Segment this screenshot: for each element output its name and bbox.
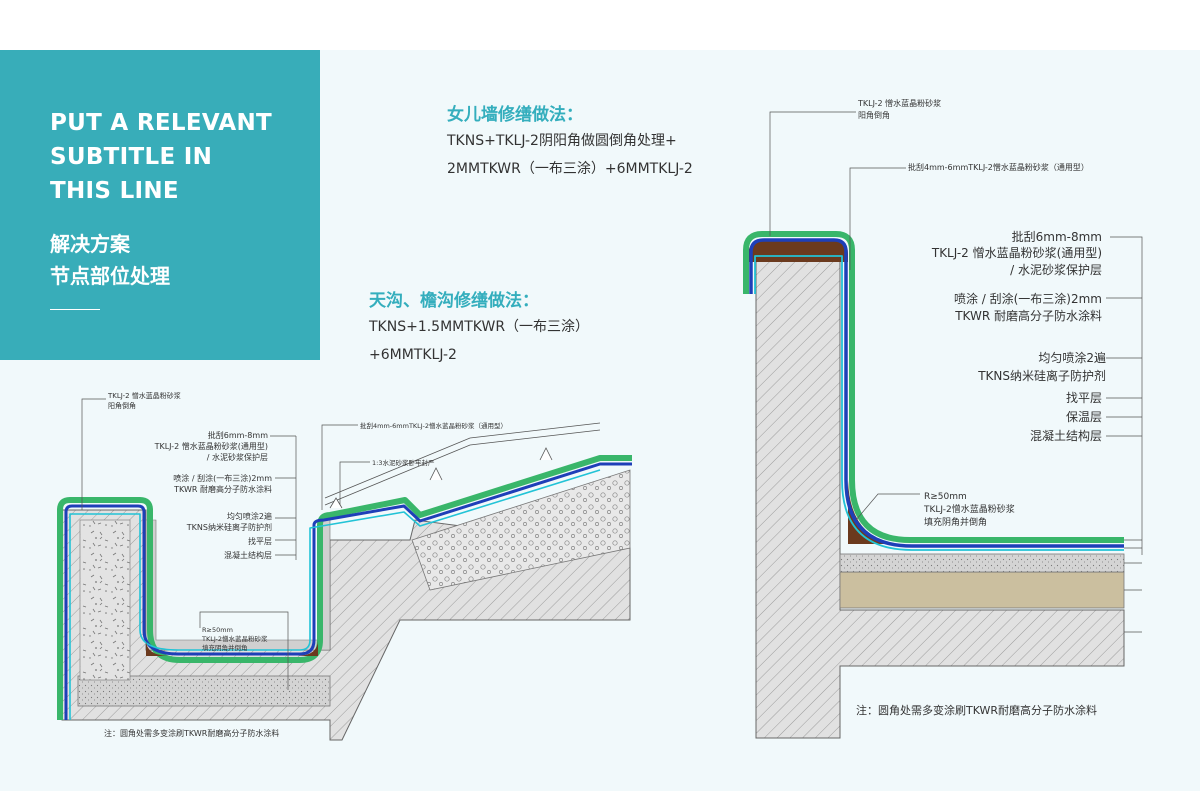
left-label-fillet-2: TKLJ-2憎水蓝晶粉砂浆 — [201, 634, 268, 643]
leader-line — [321, 424, 358, 510]
left-label-fillet-3: 填充阴角并倒角 — [202, 643, 248, 652]
right-label-leveling: 找平层 — [1066, 391, 1102, 405]
leader-line — [1110, 236, 1143, 555]
right-label-fillet-2: TKLJ-2憎水蓝晶粉砂浆 — [923, 503, 1015, 515]
right-label-concrete: 混凝土结构层 — [1030, 428, 1102, 443]
right-cyan-layer — [754, 255, 1124, 551]
leader-line — [769, 111, 856, 236]
left-label-batch-4-6: 批刮4mm-6mmTKLJ-2憎水蓝晶粉砂浆（通用型） — [360, 421, 507, 430]
right-leader-lines — [769, 111, 1143, 633]
gutter-heading: 天沟、檐沟修缮做法： — [369, 291, 539, 311]
gutter-section-drawing — [57, 422, 632, 741]
left-label-fillet-1: R≥50mm — [202, 626, 233, 634]
gutter-description: TKNS+1.5MMTKWR（一布三涂） +6MMTKLJ-2 — [369, 313, 589, 369]
parapet-section-drawing — [743, 231, 1125, 739]
panel-title-line: PUT A RELEVANT — [50, 110, 273, 136]
leader-line — [849, 167, 906, 270]
left-cyan-layer — [69, 469, 601, 720]
right-green-layer — [743, 231, 1124, 543]
left-label-tkns-2: TKNS纳米硅离子防护剂 — [186, 522, 272, 532]
parapet-description: TKNS+TKLJ-2阴阳角做圆倒角处理+ 2MMTKWR（一布三涂）+6MMT… — [447, 127, 693, 183]
right-label-tkns-2: TKNS纳米硅离子防护剂 — [977, 368, 1106, 383]
left-label-spray-2: TKWR 耐磨高分子防水涂料 — [173, 484, 272, 494]
panel-divider — [50, 309, 100, 310]
right-blue-layer — [749, 238, 1124, 548]
gutter-line: +6MMTKLJ-2 — [369, 347, 457, 363]
left-label-leveling: 找平层 — [248, 536, 272, 546]
left-label-mortar-seal: 1:3水泥砂浆卧牢封严 — [372, 458, 435, 467]
right-label-spray-1: 喷涂 / 刮涂(一布三涂)2mm — [954, 291, 1102, 306]
left-label-batch-3: / 水泥砂浆保护层 — [207, 452, 268, 462]
panel-subtitle: 解决方案 节点部位处理 — [50, 228, 170, 292]
right-label-fillet-3: 填充阴角并倒角 — [924, 516, 987, 528]
right-label-spray-2: TKWR 耐磨高分子防水涂料 — [954, 308, 1102, 323]
parapet-line: 2MMTKWR（一布三涂）+6MMTKLJ-2 — [447, 161, 693, 177]
leader-line — [339, 461, 370, 505]
left-fillet-left — [146, 640, 168, 656]
right-leveling-layer — [839, 553, 1125, 573]
right-label-corner-2: 阳角倒角 — [858, 110, 890, 120]
left-roof-tiles — [324, 422, 601, 506]
left-note: 注：圆角处需多变涂刷TKWR耐磨高分子防水涂料 — [104, 728, 279, 738]
left-label-batch-1: 批刮6mm-8mm — [208, 430, 268, 440]
left-gutter-body — [145, 519, 331, 651]
left-leveling-slab — [77, 675, 331, 707]
panel-subtitle-line: 节点部位处理 — [50, 264, 170, 288]
right-brown-cap — [748, 240, 848, 262]
right-diagram-labels: TKLJ-2 憎水蓝晶粉砂浆 阳角倒角 批刮4mm-6mmTKLJ-2憎水蓝晶粉… — [856, 98, 1106, 717]
left-label-batch-2: TKLJ-2 憎水蓝晶粉砂浆(通用型) — [154, 441, 268, 451]
left-tile-clip-3 — [539, 447, 553, 461]
left-blue-layer — [64, 462, 632, 720]
left-label-corner-2: 阳角倒角 — [108, 401, 136, 410]
left-label-tkns-1: 均匀喷涂2遍 — [227, 511, 272, 521]
right-label-batch-3: / 水泥砂浆保护层 — [1010, 262, 1102, 277]
left-fillet-right — [298, 640, 318, 656]
right-insulation-layer — [839, 571, 1125, 609]
left-label-concrete: 混凝土结构层 — [224, 550, 272, 560]
leader-line — [855, 493, 920, 521]
panel-title-line: SUBTITLE IN — [50, 144, 213, 170]
panel-title-line: THIS LINE — [50, 178, 179, 204]
left-label-spray-1: 喷涂 / 刮涂(一布三涂)2mm — [173, 473, 272, 483]
right-label-batch-2: TKLJ-2 憎水蓝晶粉砂浆(通用型) — [931, 245, 1102, 260]
left-label-corner-1: TKLJ-2 憎水蓝晶粉砂浆 — [107, 391, 181, 400]
right-label-batch-1: 批刮6mm-8mm — [1012, 229, 1102, 244]
intro-panel — [0, 50, 320, 360]
left-inner-wall — [79, 519, 131, 681]
left-diagram-labels: TKLJ-2 憎水蓝晶粉砂浆 阳角倒角 批刮6mm-8mm TKLJ-2 憎水蓝… — [104, 391, 507, 738]
panel-title: PUT A RELEVANT SUBTITLE IN THIS LINE — [50, 106, 310, 208]
right-label-insulation: 保温层 — [1066, 410, 1102, 424]
left-insulation-slope — [411, 469, 631, 591]
parapet-heading: 女儿墙修缮做法： — [447, 105, 583, 125]
right-label-corner-1: TKLJ-2 憎水蓝晶粉砂浆 — [857, 98, 941, 108]
left-leader-lines — [81, 398, 370, 690]
right-label-tkns-1: 均匀喷涂2遍 — [1038, 350, 1106, 365]
parapet-line: TKNS+TKLJ-2阴阳角做圆倒角处理+ — [447, 133, 677, 149]
leader-line — [81, 398, 106, 510]
left-tile-clip-2 — [429, 467, 443, 481]
right-note: 注：圆角处需多变涂刷TKWR耐磨高分子防水涂料 — [856, 703, 1097, 717]
panel-subtitle-line: 解决方案 — [50, 232, 130, 256]
gutter-line: TKNS+1.5MMTKWR（一布三涂） — [369, 319, 590, 335]
right-concrete-structure — [755, 251, 1125, 739]
leader-line — [199, 611, 289, 690]
right-label-fillet-1: R≥50mm — [924, 492, 967, 502]
right-label-batch-4-6: 批刮4mm-6mmTKLJ-2憎水蓝晶粉砂浆（通用型） — [908, 162, 1089, 172]
